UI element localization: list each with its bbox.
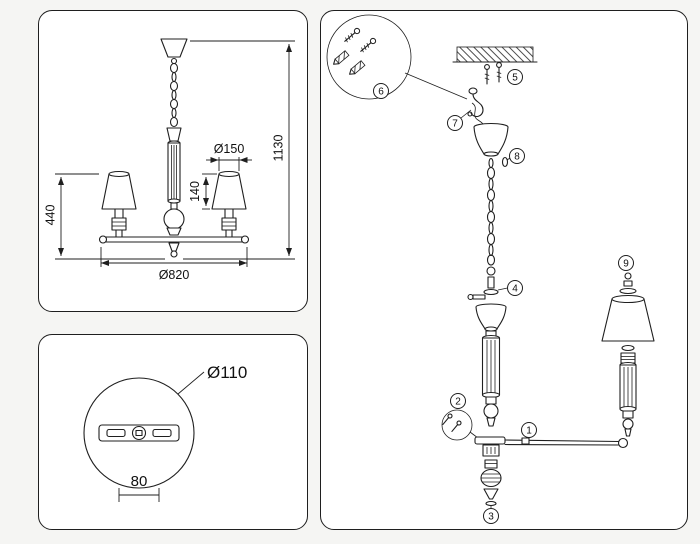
- wall-anchor-icon: [349, 60, 366, 75]
- socket-parts: [480, 459, 502, 508]
- part-9-badge: 9: [618, 255, 634, 271]
- svg-text:2: 2: [455, 397, 461, 408]
- dim-shade-height: 140: [188, 181, 202, 202]
- part-8-badge: 8: [509, 148, 525, 164]
- front-view-drawing: 1130 440 Ø150 140: [44, 38, 295, 282]
- mount-bracket: [98, 424, 180, 442]
- screw-icon: [360, 37, 377, 53]
- connector-screw: [472, 294, 486, 300]
- lampshade: [601, 298, 655, 342]
- mount-dimensions: Ø110 80: [118, 363, 247, 502]
- canopy-cup: [473, 122, 511, 168]
- part-2-badge: 2: [450, 393, 466, 409]
- leader-line: [497, 287, 508, 291]
- leader-line: [404, 72, 468, 100]
- svg-text:9: 9: [623, 259, 629, 270]
- dim-canopy-diameter: Ø110: [207, 363, 247, 382]
- assembly-drawing: 1 2 3 4 5 6 7 8 9: [326, 14, 655, 524]
- mounting-screws: [484, 62, 502, 85]
- right-lamp: [211, 170, 247, 238]
- mount-plate: [83, 377, 195, 489]
- part-5-badge: 5: [507, 69, 523, 85]
- bracket-slot-right: [152, 428, 172, 438]
- bracket-center-hole: [131, 425, 147, 441]
- ceiling-section: [452, 46, 538, 63]
- wall-anchor-icon: [333, 50, 350, 65]
- svg-text:3: 3: [488, 512, 494, 523]
- bracket-slot-left: [106, 428, 126, 438]
- dim-fixture-height: 440: [44, 205, 58, 226]
- dim-fixture-width: Ø820: [159, 268, 190, 282]
- dim-shade-diameter: Ø150: [214, 142, 245, 156]
- shade-assembly: [601, 272, 655, 437]
- part-3-badge: 3: [483, 508, 499, 524]
- right-lampshade: [211, 173, 247, 210]
- mount-view-drawing: Ø110 80: [83, 363, 247, 502]
- ceiling-hook: [460, 87, 487, 128]
- canopy-lock-knob: [501, 156, 509, 168]
- svg-text:6: 6: [378, 87, 384, 98]
- chandelier-front: [98, 38, 250, 258]
- front-view-panel: 1130 440 Ø150 140: [38, 10, 308, 312]
- screw-icon: [344, 27, 361, 43]
- svg-text:1: 1: [526, 426, 532, 437]
- left-lamp: [101, 170, 137, 238]
- leader-line: [460, 109, 472, 119]
- arm-bar: [98, 235, 250, 258]
- dim-hole-spacing: 80: [131, 473, 148, 490]
- central-column: [163, 127, 185, 236]
- chain: [169, 62, 179, 128]
- assembly-view-panel: 1 2 3 4 5 6 7 8 9: [320, 10, 688, 530]
- central-body: [475, 303, 507, 427]
- svg-text:8: 8: [514, 152, 520, 163]
- mount-view-panel: Ø110 80: [38, 334, 308, 530]
- column-screw-detail-balloon: [441, 409, 483, 442]
- part-4-badge: 4: [507, 280, 523, 296]
- dim-total-height: 1130: [272, 135, 286, 162]
- anchor-detail-balloon: [326, 14, 468, 100]
- svg-text:7: 7: [452, 119, 458, 130]
- left-lampshade: [101, 173, 137, 210]
- chain-connector: [467, 266, 508, 301]
- arm-assembly: [474, 436, 629, 457]
- ceiling-canopy: [160, 38, 188, 58]
- chain: [486, 157, 496, 266]
- svg-text:4: 4: [512, 284, 518, 295]
- part-6-badge: 6: [373, 83, 389, 99]
- arm-fastener: [521, 437, 530, 445]
- leader-line: [177, 371, 205, 395]
- dimensions: 1130 440 Ø150 140: [44, 40, 295, 282]
- part-7-badge: 7: [447, 115, 463, 131]
- svg-text:5: 5: [512, 73, 518, 84]
- part-1-badge: 1: [521, 422, 537, 438]
